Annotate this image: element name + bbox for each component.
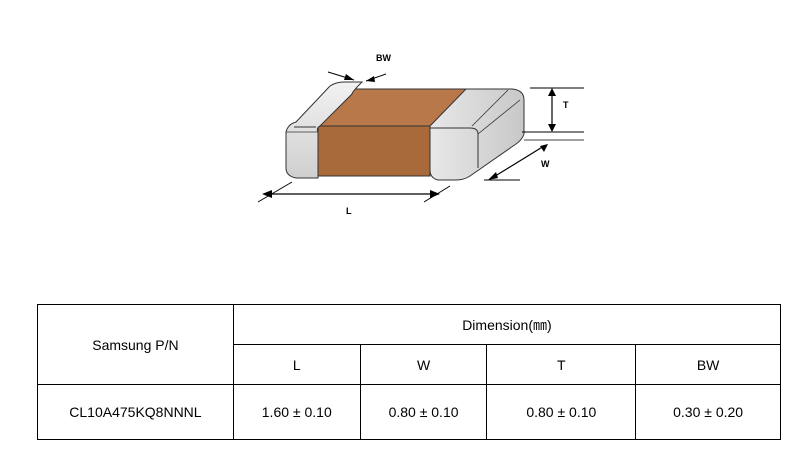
w-dimension: W xyxy=(484,139,584,181)
right-terminal xyxy=(429,88,525,181)
part-number-cell: CL10A475KQ8NNNL xyxy=(37,384,234,440)
l-label: L xyxy=(346,206,352,216)
bw-dimension: BW xyxy=(327,53,391,82)
table-row: CL10A475KQ8NNNL 1.60 ± 0.10 0.80 ± 0.10 … xyxy=(37,384,781,440)
value-t-cell: 0.80 ± 0.10 xyxy=(486,384,637,440)
value-w-cell: 0.80 ± 0.10 xyxy=(359,384,488,440)
col-header-l: L xyxy=(232,344,361,385)
value-l-cell: 1.60 ± 0.10 xyxy=(232,384,361,440)
l-dimension: L xyxy=(257,181,451,216)
value-bw-cell: 0.30 ± 0.20 xyxy=(635,384,781,440)
t-dimension: T xyxy=(522,87,584,133)
left-terminal xyxy=(285,81,364,179)
chip-capacitor-diagram: BW T W L xyxy=(257,53,584,216)
body-front-face xyxy=(317,125,431,177)
w-label: W xyxy=(541,159,550,169)
dimension-table: Samsung P/N Dimension(㎜) L W T BW CL10A4… xyxy=(37,304,782,440)
dimension-header: Dimension(㎜) xyxy=(232,304,782,345)
col-header-w: W xyxy=(359,344,488,385)
col-header-t: T xyxy=(486,344,637,385)
capacitor-drawing: BW T W L xyxy=(257,53,584,216)
bw-label: BW xyxy=(376,53,391,63)
t-label: T xyxy=(563,100,569,110)
part-number-header: Samsung P/N xyxy=(37,304,234,385)
col-header-bw: BW xyxy=(635,344,781,385)
